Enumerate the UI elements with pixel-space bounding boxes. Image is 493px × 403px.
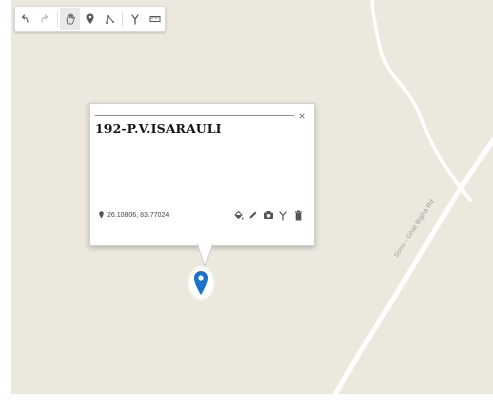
popup-title: 192-P.V.ISARAULI (95, 121, 222, 136)
pencil-icon (249, 211, 257, 219)
camera-icon (263, 211, 273, 219)
undo-icon (21, 14, 29, 23)
edit-button[interactable] (247, 208, 259, 222)
marker-icon (86, 13, 94, 24)
redo-button[interactable] (35, 8, 55, 30)
undo-button[interactable] (15, 8, 35, 30)
bottom-margin (0, 394, 493, 403)
redo-icon (41, 14, 49, 23)
popup-close-button[interactable]: × (298, 109, 306, 123)
trash-icon (294, 210, 302, 220)
popup-tail (196, 243, 214, 267)
ruler-icon (149, 16, 161, 22)
info-popup: × 192-P.V.ISARAULI 26.10806, 83.77024 (89, 103, 315, 246)
line-icon (106, 15, 114, 24)
main-road (327, 137, 493, 403)
minor-road (370, 0, 472, 202)
coordinates-text: 26.10806, 83.77024 (107, 211, 170, 219)
toolbar-separator (57, 11, 58, 27)
add-marker-button[interactable] (80, 8, 100, 30)
route-icon (131, 14, 139, 25)
directions-button[interactable] (277, 208, 289, 222)
map-toolbar (14, 6, 166, 32)
paint-bucket-icon (233, 210, 244, 220)
location-pin-icon (99, 211, 104, 219)
route-button[interactable] (125, 8, 145, 30)
hand-icon (66, 13, 75, 25)
delete-button[interactable] (292, 208, 304, 222)
photo-button[interactable] (262, 208, 274, 222)
popup-actions (229, 208, 304, 222)
draw-line-button[interactable] (100, 8, 120, 30)
pan-button[interactable] (60, 8, 80, 30)
measure-button[interactable] (145, 8, 165, 30)
popup-coordinates: 26.10806, 83.77024 (99, 211, 169, 219)
left-margin (0, 0, 11, 403)
map-marker-icon[interactable] (193, 270, 209, 296)
popup-divider (95, 115, 294, 116)
toolbar-separator (122, 11, 123, 27)
style-button[interactable] (232, 208, 244, 222)
route-icon (279, 210, 287, 221)
